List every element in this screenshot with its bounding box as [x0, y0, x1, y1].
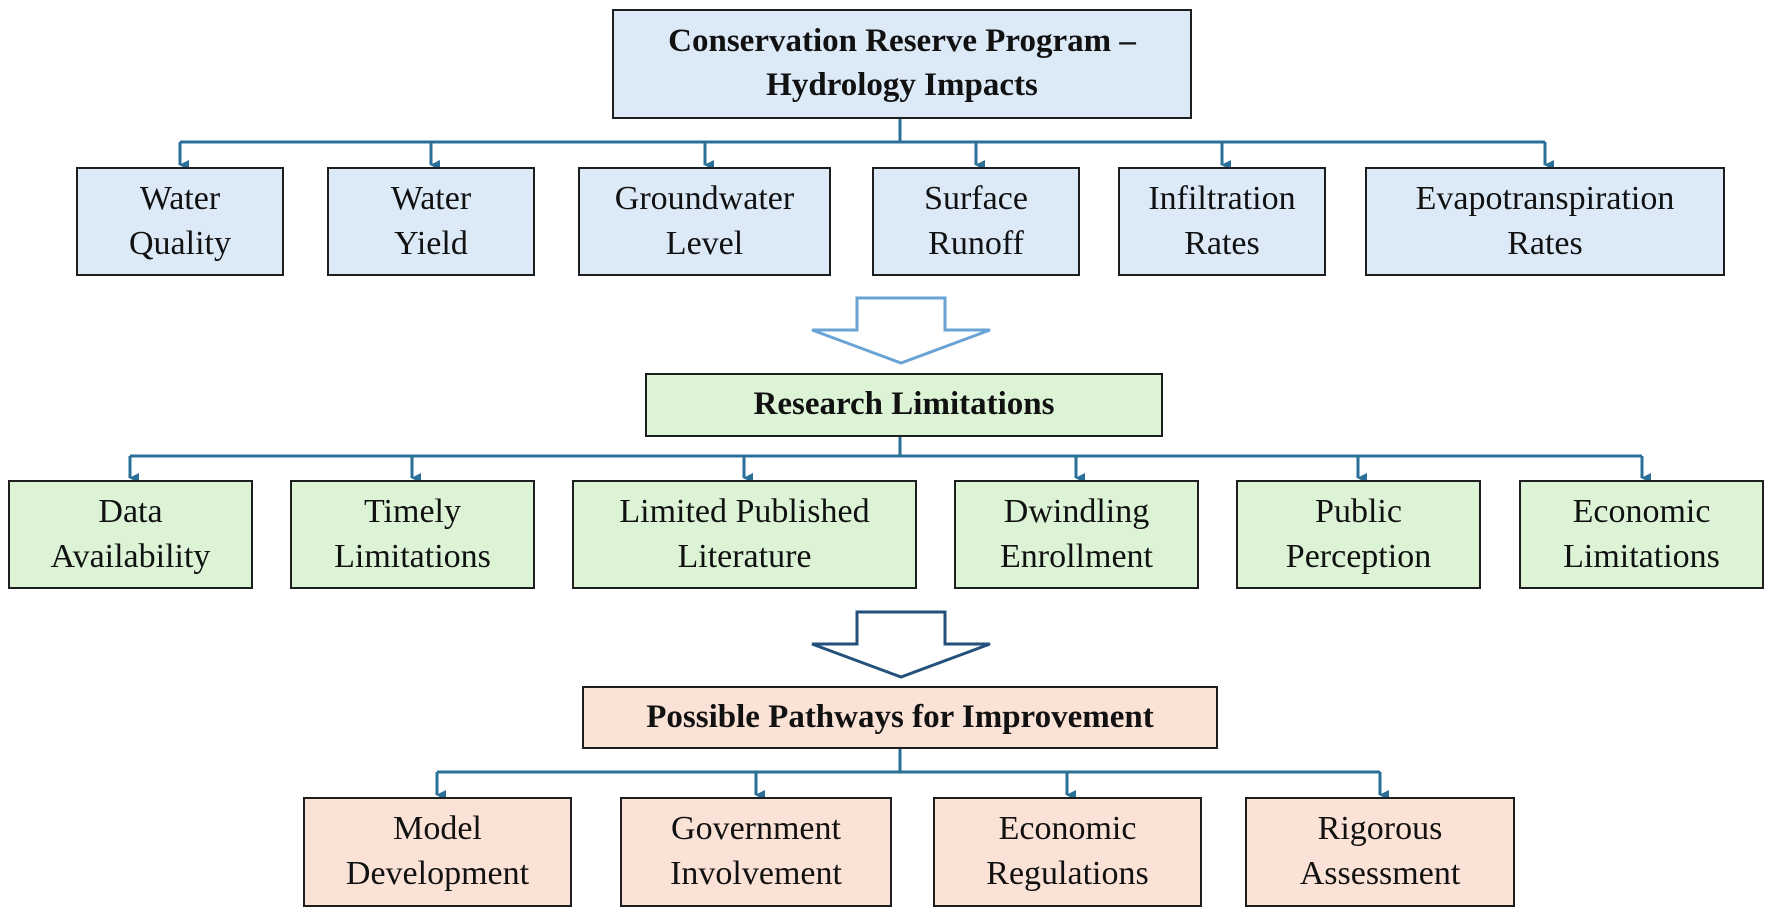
box-line-1: Limited Published	[619, 492, 870, 530]
box-line-2: Quality	[129, 224, 231, 262]
rigorous-assessment-box: Rigorous Assessment	[1245, 797, 1515, 907]
box-line-2: Level	[665, 224, 744, 262]
box-line-2: Availability	[50, 537, 211, 575]
box-line-2: Literature	[677, 537, 812, 575]
box-line-1: Water	[139, 179, 221, 217]
box-line-1: Timely	[363, 492, 461, 530]
header-line-1: Possible Pathways for Improvement	[646, 698, 1154, 735]
model-development-box: Model Development	[303, 797, 572, 907]
down-arrow-1	[811, 296, 991, 365]
box-line-1: Dwindling	[1003, 492, 1150, 530]
box-line-1: Economic	[998, 810, 1137, 848]
header-line-1: Research Limitations	[753, 386, 1055, 423]
government-involvement-box: Government Involvement	[620, 797, 892, 907]
box-line-2: Assessment	[1299, 855, 1461, 892]
dwindling-enrollment-box: Dwindling Enrollment	[954, 480, 1199, 589]
economic-regulations-box: Economic Regulations	[933, 797, 1202, 907]
box-line-1: Infiltration	[1148, 179, 1296, 217]
box-line-2: Regulations	[986, 855, 1149, 892]
box-line-1: Surface	[924, 179, 1028, 217]
infiltration-rates-box: Infiltration Rates	[1118, 167, 1326, 276]
box-line-2: Perception	[1285, 537, 1432, 575]
box-line-1: Rigorous	[1317, 810, 1443, 848]
box-line-1: Government	[671, 810, 841, 848]
limited-published-literature-box: Limited Published Literature	[572, 480, 917, 589]
timely-limitations-box: Timely Limitations	[290, 480, 535, 589]
box-line-2: Rates	[1507, 224, 1583, 262]
box-line-2: Limitations	[334, 537, 491, 575]
research-limitations-header: Research Limitations	[645, 373, 1163, 437]
box-line-2: Yield	[394, 224, 468, 262]
box-line-2: Development	[345, 855, 530, 892]
box-line-2: Involvement	[670, 855, 842, 892]
surface-runoff-box: Surface Runoff	[872, 167, 1080, 276]
evapotranspiration-rates-box: Evapotranspiration Rates	[1365, 167, 1725, 276]
box-line-1: Data	[98, 492, 163, 530]
possible-pathways-header: Possible Pathways for Improvement	[582, 686, 1218, 749]
down-arrow-2	[811, 610, 991, 679]
box-line-1: Evapotranspiration	[1415, 179, 1675, 217]
water-yield-box: Water Yield	[327, 167, 535, 276]
box-line-1: Water	[390, 179, 472, 217]
box-line-2: Enrollment	[1000, 537, 1153, 575]
box-line-2: Runoff	[928, 224, 1024, 262]
groundwater-level-box: Groundwater Level	[578, 167, 831, 276]
header-line-2: Hydrology Impacts	[766, 67, 1038, 103]
box-line-2: Rates	[1184, 224, 1260, 262]
economic-limitations-box: Economic Limitations	[1519, 480, 1764, 589]
data-availability-box: Data Availability	[8, 480, 253, 589]
box-line-1: Public	[1315, 492, 1402, 530]
water-quality-box: Water Quality	[76, 167, 284, 276]
conservation-reserve-program-header: Conservation Reserve Program – Hydrology…	[612, 9, 1192, 119]
public-perception-box: Public Perception	[1236, 480, 1481, 589]
header-line-1: Conservation Reserve Program –	[668, 23, 1136, 60]
box-line-1: Economic	[1572, 492, 1711, 530]
box-line-2: Limitations	[1563, 537, 1720, 575]
box-line-1: Model	[393, 810, 482, 848]
box-line-1: Groundwater	[614, 179, 795, 217]
